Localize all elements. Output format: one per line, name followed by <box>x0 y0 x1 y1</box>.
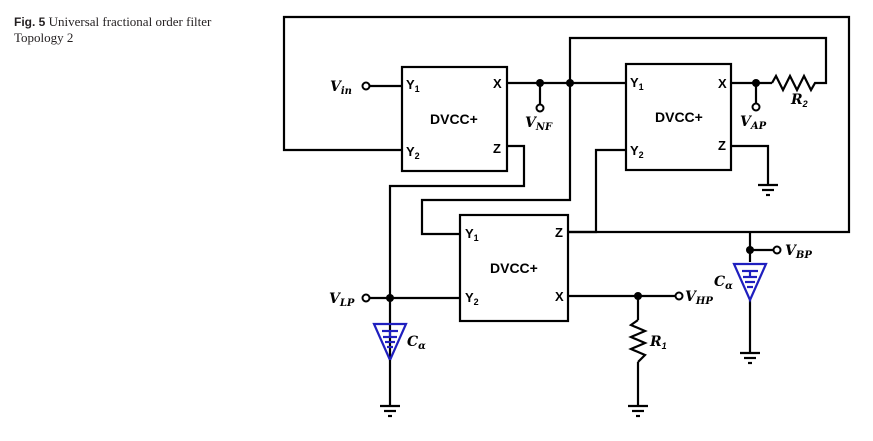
figure-label: Fig. 5 <box>14 15 46 29</box>
port-z: Z <box>555 225 563 240</box>
resistor-r1 <box>628 319 648 363</box>
svg-text:Y1: Y1 <box>406 77 420 94</box>
wire-z2-gnd <box>731 144 770 184</box>
junction-dot <box>536 79 544 87</box>
capacitor-c1 <box>372 322 408 363</box>
terminal-vap <box>751 102 761 112</box>
ground-z2 <box>758 183 778 197</box>
port-y1: Y <box>630 75 639 90</box>
svg-text:Y1: Y1 <box>630 75 644 92</box>
ground-c2 <box>740 351 760 365</box>
label-c1: Cα <box>407 334 426 352</box>
svg-text:Y1: Y1 <box>465 226 479 243</box>
junction-dot <box>566 79 574 87</box>
ground-c1 <box>380 360 400 418</box>
wire-y1c <box>420 83 572 236</box>
ground-r1 <box>628 404 648 418</box>
junction-dot <box>752 79 760 87</box>
terminal-vlp <box>361 293 371 303</box>
figure-title: Universal fractional order filter Topolo… <box>14 14 212 45</box>
port-y2: Y <box>406 144 415 159</box>
wire-y2b <box>568 148 626 234</box>
terminal-vhp <box>674 291 684 301</box>
junctions <box>386 79 760 302</box>
block-label: DVCC+ <box>430 111 478 127</box>
wires <box>282 15 851 405</box>
port-x: X <box>555 289 564 304</box>
figure-caption: Fig. 5 Universal fractional order filter… <box>14 14 214 46</box>
svg-text:Y2: Y2 <box>406 144 420 161</box>
wire-z1-lp <box>388 144 526 358</box>
svg-text:Y2: Y2 <box>630 143 644 160</box>
port-y2: Y <box>465 290 474 305</box>
port-x: X <box>718 76 727 91</box>
dvcc-block-2: DVCC+ Y1 Y2 X Z <box>624 62 733 172</box>
label-vhp: VHP <box>685 289 713 307</box>
port-z: Z <box>493 141 501 156</box>
label-r2: R2 <box>790 92 808 109</box>
junction-dot <box>386 294 394 302</box>
junction-dot <box>634 292 642 300</box>
terminal-vin <box>361 81 371 91</box>
terminals <box>361 81 782 303</box>
label-c2: Cα <box>714 274 733 292</box>
label-vbp: VBP <box>785 243 812 261</box>
port-y1: Y <box>406 77 415 92</box>
label-vap: VAP <box>740 114 767 132</box>
port-z: Z <box>718 138 726 153</box>
port-x: X <box>493 76 502 91</box>
label-vlp: VLP <box>329 291 355 309</box>
label-vnf: VNF <box>525 115 553 133</box>
svg-text:Y2: Y2 <box>465 290 479 307</box>
port-y2: Y <box>630 143 639 158</box>
wire-outer-loop <box>282 15 851 234</box>
wire-r2-loop <box>568 36 828 83</box>
block-label: DVCC+ <box>655 109 703 125</box>
resistor-r2 <box>771 73 828 93</box>
port-y1: Y <box>465 226 474 241</box>
dvcc-block-1: DVCC+ Y1 Y2 X Z <box>400 65 509 173</box>
terminal-vbp <box>772 245 782 255</box>
terminal-vnf <box>535 103 545 113</box>
label-vin: Vin <box>330 79 352 97</box>
dvcc-block-3: DVCC+ Y1 Y2 Z X <box>458 213 570 323</box>
label-r1: R1 <box>649 334 667 351</box>
block-label: DVCC+ <box>490 260 538 276</box>
junction-dot <box>746 246 754 254</box>
capacitor-c2 <box>732 262 768 303</box>
